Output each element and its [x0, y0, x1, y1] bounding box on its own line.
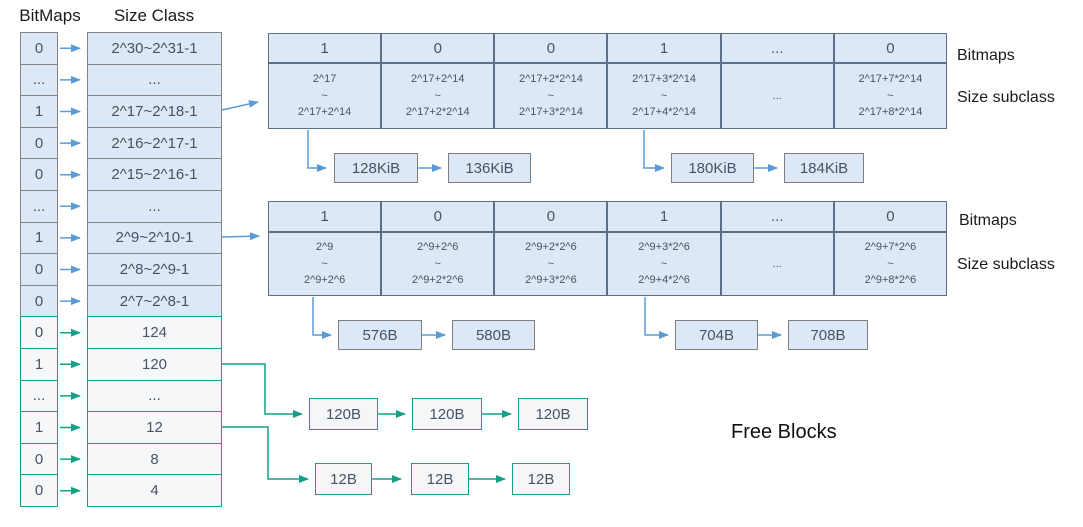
- bitmap-cell: 0: [20, 442, 58, 476]
- bitmap-cell: 1: [20, 221, 58, 255]
- size-subclass-cell: 2^9+2*2^6 ~ 2^9+3*2^6: [494, 232, 608, 296]
- free-block: 580B: [452, 320, 535, 350]
- size-class-cell: 120: [87, 348, 222, 381]
- bitmap-value-cell: 0: [381, 33, 495, 63]
- size-class-cell: 2^16~2^17-1: [87, 126, 222, 160]
- size-subclass-cell: 2^9+3*2^6 ~ 2^9+4*2^6: [607, 232, 721, 296]
- size-class-cell: 12: [87, 411, 222, 444]
- free-block: 184KiB: [784, 153, 864, 183]
- size-subclass-cell: 2^17+7*2^14 ~ 2^17+8*2^14: [833, 63, 947, 129]
- free-block: 120B: [412, 398, 482, 430]
- free-block: 128KiB: [334, 153, 418, 183]
- size-subclass-cell: 2^17+3*2^14 ~ 2^17+4*2^14: [607, 63, 721, 129]
- bitmap-cell: 1: [20, 411, 58, 444]
- size-class-column-header: Size Class: [113, 6, 195, 25]
- table2-size-subclass-label: Size subclass: [957, 256, 1055, 273]
- table2-bitmaps-label: Bitmaps: [959, 212, 1017, 229]
- size-class-cell: 2^8~2^9-1: [87, 253, 222, 286]
- size-class-cell: 4: [87, 474, 222, 507]
- free-block: 12B: [315, 463, 372, 495]
- bitmap-cell: 1: [20, 348, 58, 381]
- size-subclass-cell: ...: [720, 232, 834, 296]
- bitmap-value-cell: 1: [268, 33, 382, 63]
- bitmap-value-cell: 1: [268, 201, 382, 232]
- free-block: 180KiB: [671, 153, 754, 183]
- free-block: 136KiB: [448, 153, 531, 183]
- size-subclass-cell: 2^17+2^14 ~ 2^17+2*2^14: [381, 63, 495, 129]
- size-subclass-cell: 2^9+2^6 ~ 2^9+2*2^6: [381, 232, 495, 296]
- bitmap-value-cell: 0: [494, 201, 608, 232]
- bitmap-value-cell: 0: [833, 33, 947, 63]
- table1-bitmaps-label: Bitmaps: [957, 47, 1015, 64]
- free-block: 120B: [518, 398, 588, 430]
- table1-size-subclass-label: Size subclass: [957, 89, 1055, 106]
- size-class-cell: 8: [87, 442, 222, 476]
- free-block: 576B: [338, 320, 422, 350]
- bitmap-value-cell: ...: [720, 201, 834, 232]
- bitmap-cell: 0: [20, 253, 58, 286]
- size-class-cell: 2^9~2^10-1: [87, 221, 222, 255]
- bitmap-value-cell: 1: [607, 201, 721, 232]
- bitmap-cell: ...: [20, 379, 58, 413]
- size-subclass-cell: 2^9+7*2^6 ~ 2^9+8*2^6: [833, 232, 947, 296]
- size-subclass-cell: ...: [720, 63, 834, 129]
- bitmap-value-cell: 0: [494, 33, 608, 63]
- free-block: 120B: [309, 398, 378, 430]
- bitmap-cell: 1: [20, 95, 58, 128]
- bitmap-cell: 0: [20, 32, 58, 65]
- bitmap-cell: ...: [20, 190, 58, 223]
- size-subclass-cell: 2^9 ~ 2^9+2^6: [268, 232, 382, 296]
- bitmap-value-cell: 0: [381, 201, 495, 232]
- free-block: 708B: [788, 320, 868, 350]
- bitmap-value-cell: 1: [607, 33, 721, 63]
- size-class-cell: ...: [87, 379, 222, 413]
- bitmap-cell: 0: [20, 474, 58, 507]
- bitmap-cell: 0: [20, 158, 58, 191]
- bitmap-cell: 0: [20, 126, 58, 160]
- size-class-cell: 124: [87, 316, 222, 349]
- free-block: 12B: [411, 463, 469, 495]
- size-class-cell: 2^30~2^31-1: [87, 32, 222, 65]
- free-block: 12B: [512, 463, 570, 495]
- bitmap-cell: 0: [20, 284, 58, 318]
- size-subclass-cell: 2^17+2*2^14 ~ 2^17+3*2^14: [494, 63, 608, 129]
- size-subclass-cell: 2^17 ~ 2^17+2^14: [268, 63, 382, 129]
- size-class-cell: ...: [87, 63, 222, 97]
- free-block: 704B: [675, 320, 758, 350]
- size-class-cell: 2^15~2^16-1: [87, 158, 222, 191]
- bitmap-cell: ...: [20, 63, 58, 97]
- size-class-cell: 2^17~2^18-1: [87, 95, 222, 128]
- bitmaps-column-header: BitMaps: [19, 6, 81, 25]
- bitmap-value-cell: 0: [833, 201, 947, 232]
- bitmap-cell: 0: [20, 316, 58, 349]
- size-class-cell: 2^7~2^8-1: [87, 284, 222, 318]
- free-blocks-label: Free Blocks: [731, 421, 837, 443]
- size-class-cell: ...: [87, 190, 222, 223]
- bitmap-value-cell: ...: [720, 33, 834, 63]
